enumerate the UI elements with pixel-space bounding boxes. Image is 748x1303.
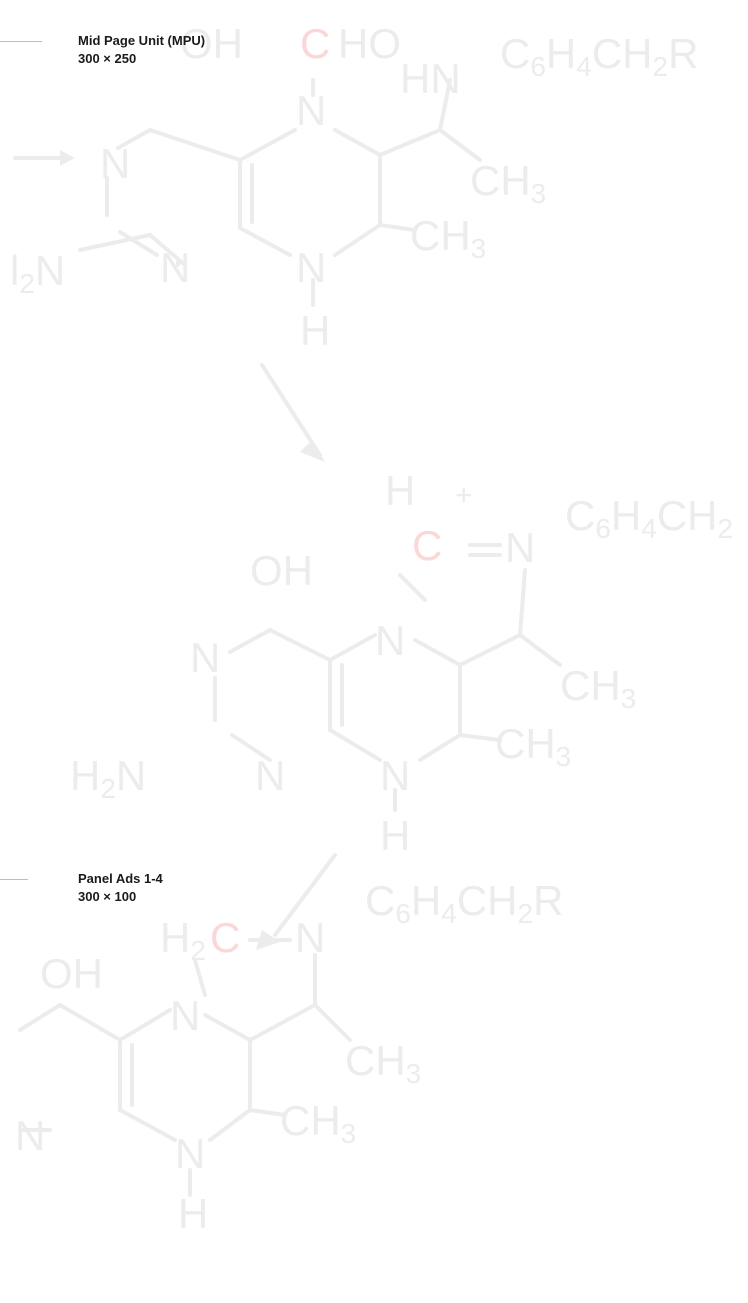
chem-label: l2N bbox=[10, 247, 65, 299]
chem-label: HO bbox=[338, 20, 401, 67]
chem-label: CH3 bbox=[280, 1097, 356, 1149]
chem-label: C6H4CH2 bbox=[565, 492, 733, 544]
chem-label: H bbox=[385, 467, 415, 514]
chem-highlight-carbon: C bbox=[412, 522, 442, 569]
panel-ads-callout: Panel Ads 1-4 300 × 100 bbox=[78, 870, 163, 906]
chem-label: N bbox=[170, 992, 200, 1039]
chem-label: OH bbox=[40, 950, 103, 997]
chem-label: OH bbox=[250, 547, 313, 594]
panel-ads-size: 300 × 100 bbox=[78, 889, 137, 904]
chem-label: N bbox=[255, 752, 285, 799]
chem-label: N bbox=[380, 752, 410, 799]
chem-label: N bbox=[190, 634, 220, 681]
chem-label: N bbox=[296, 244, 326, 291]
chem-label: N bbox=[175, 1130, 205, 1177]
mpu-ad-size: 300 × 250 bbox=[78, 51, 137, 66]
chem-label: N bbox=[505, 524, 535, 571]
chem-label: N bbox=[100, 140, 130, 187]
chem-highlight-carbon: C bbox=[300, 20, 330, 67]
chem-label: H bbox=[178, 1190, 208, 1237]
chem-label: N bbox=[295, 914, 325, 961]
mpu-ad-callout: Mid Page Unit (MPU) 300 × 250 bbox=[78, 32, 205, 68]
chem-label: CH3 bbox=[495, 720, 571, 772]
chem-label: N bbox=[160, 244, 190, 291]
chem-label: CH3 bbox=[345, 1037, 421, 1089]
chem-label: H bbox=[300, 307, 330, 354]
mpu-guide-line bbox=[0, 41, 42, 42]
chem-label: N bbox=[375, 617, 405, 664]
chem-label: + bbox=[455, 479, 473, 512]
chem-highlight-carbon: C bbox=[210, 914, 240, 961]
chem-label: C6H4CH2R bbox=[500, 30, 698, 82]
chem-label: CH3 bbox=[560, 662, 636, 714]
chem-label: H bbox=[380, 812, 410, 859]
chem-label: H2N bbox=[70, 752, 146, 804]
panel-ads-name: Panel Ads 1-4 bbox=[78, 871, 163, 886]
chem-label: N bbox=[15, 1112, 45, 1159]
chem-label: N bbox=[296, 87, 326, 134]
chem-label: H2 bbox=[160, 914, 206, 966]
chem-label: CH3 bbox=[470, 157, 546, 209]
mpu-ad-name: Mid Page Unit (MPU) bbox=[78, 33, 206, 48]
chem-label: CH3 bbox=[410, 212, 486, 264]
panel-ads-guide-line bbox=[0, 879, 28, 880]
chem-label: HN bbox=[400, 55, 461, 102]
chem-label: C6H4CH2R bbox=[365, 877, 563, 929]
chem-label: OH bbox=[180, 20, 243, 67]
